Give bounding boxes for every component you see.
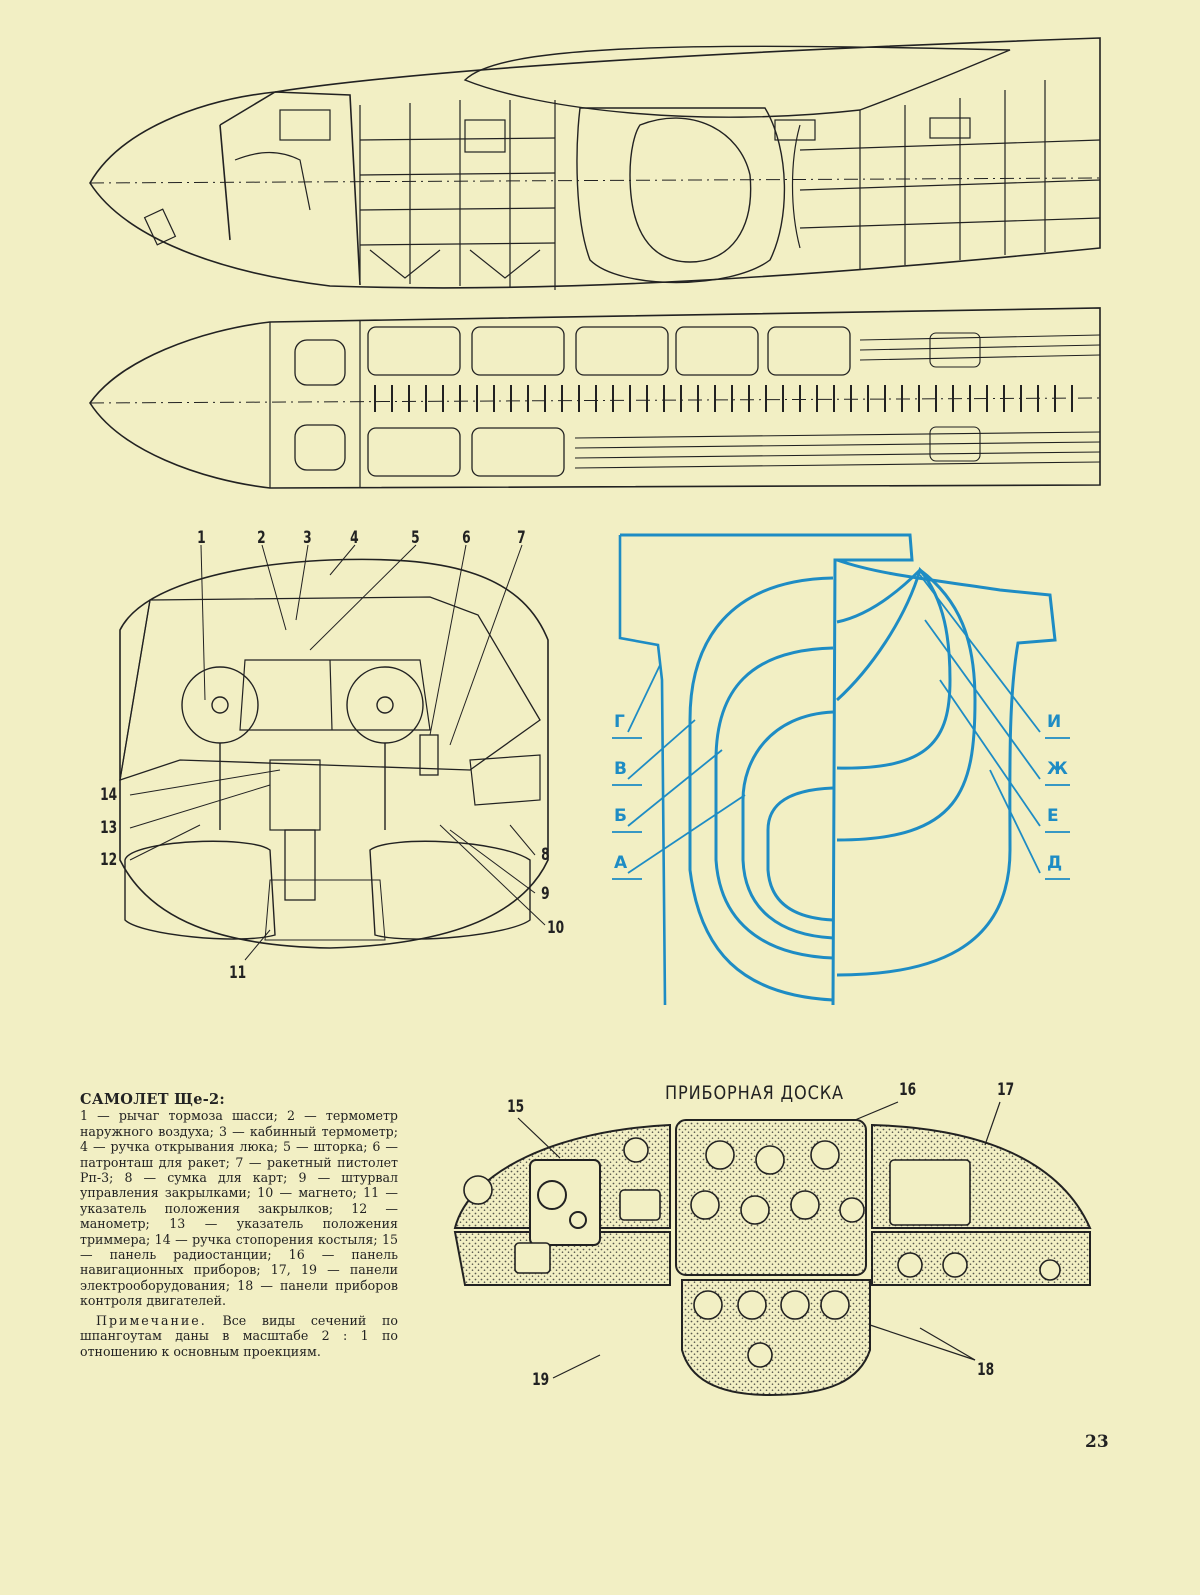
figure-caption: САМОЛЕТ Ще-2: 1 — рычаг тормоза шасси; 2…	[80, 1092, 398, 1359]
callout-2: 2	[257, 528, 266, 548]
caption-note: Примечание. Все виды сечений по шпангоут…	[80, 1313, 398, 1359]
callout-15: 15	[507, 1097, 525, 1117]
callout-14: 14	[100, 785, 118, 805]
callout-8: 8	[541, 845, 550, 865]
section-label-zh: Ж	[1047, 759, 1068, 779]
callout-4: 4	[350, 528, 359, 548]
callout-9: 9	[541, 884, 550, 904]
callout-10: 10	[547, 918, 565, 938]
caption-note-head: Примечание.	[96, 1312, 207, 1328]
caption-body: 1 — рычаг тормоза шасси; 2 — термометр н…	[80, 1108, 398, 1309]
section-label-b: Б	[614, 806, 627, 826]
section-label-g: Г	[614, 712, 625, 732]
callout-6: 6	[462, 528, 471, 548]
cockpit-interior-view	[119, 544, 549, 961]
callout-13: 13	[100, 818, 118, 838]
instrument-panel	[453, 1101, 1092, 1397]
callout-16: 16	[899, 1080, 917, 1100]
callout-1: 1	[197, 528, 206, 548]
callout-7: 7	[517, 528, 526, 548]
section-label-a: А	[614, 853, 628, 873]
callout-5: 5	[411, 528, 420, 548]
fuselage-top-view	[89, 307, 1101, 489]
callout-3: 3	[303, 528, 312, 548]
section-label-e: Е	[1047, 806, 1059, 826]
caption-title: САМОЛЕТ Ще-2:	[80, 1091, 226, 1108]
callout-11: 11	[229, 963, 247, 983]
caption-note-body: Все виды сечений по шпангоутам даны в ма…	[80, 1312, 398, 1359]
instrument-panel-title: ПРИБОРНАЯ ДОСКА	[665, 1082, 844, 1104]
frame-sections-blue	[612, 533, 1070, 1006]
fuselage-side-view	[89, 37, 1101, 290]
section-label-i: И	[1047, 712, 1062, 732]
section-label-v: В	[614, 759, 627, 779]
section-label-d: Д	[1047, 853, 1063, 873]
callout-17: 17	[997, 1080, 1015, 1100]
callout-18: 18	[977, 1360, 995, 1380]
page-number: 23	[1085, 1432, 1109, 1452]
callout-12: 12	[100, 850, 118, 870]
callout-19: 19	[532, 1370, 550, 1390]
